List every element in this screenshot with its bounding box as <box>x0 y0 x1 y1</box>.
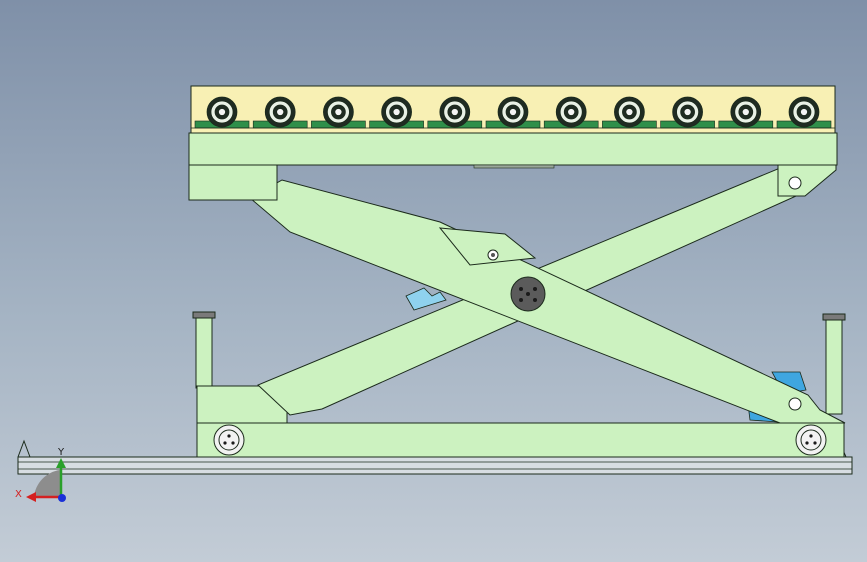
roller-tray <box>190 85 836 134</box>
left-post <box>192 311 216 389</box>
conveyor-roller <box>252 96 308 129</box>
coordinate-triad: Y X <box>15 447 66 502</box>
z-axis-dot-icon <box>58 494 66 502</box>
triad-plane-icon <box>34 470 60 497</box>
conveyor-roller <box>369 96 424 129</box>
x-axis-label: X <box>15 489 22 500</box>
base-wheel-left <box>213 424 245 456</box>
floor-rail <box>17 439 853 475</box>
pivot-pins <box>487 176 802 411</box>
base-wheel-right <box>795 424 827 456</box>
conveyor-roller <box>776 96 832 129</box>
scissor-arm-falling <box>249 179 846 424</box>
center-pivot-hub <box>510 276 546 312</box>
center-bracket <box>438 227 537 266</box>
conveyor-roller <box>311 96 366 129</box>
right-post <box>822 313 846 415</box>
y-axis-label: Y <box>57 447 65 458</box>
conveyor-roller <box>660 96 715 129</box>
conveyor-roller <box>718 96 774 129</box>
conveyor-roller <box>485 96 541 129</box>
conveyor-roller <box>602 96 657 129</box>
conveyor-roller <box>543 96 599 129</box>
conveyor-roller <box>427 96 483 129</box>
conveyor-roller <box>194 96 250 129</box>
